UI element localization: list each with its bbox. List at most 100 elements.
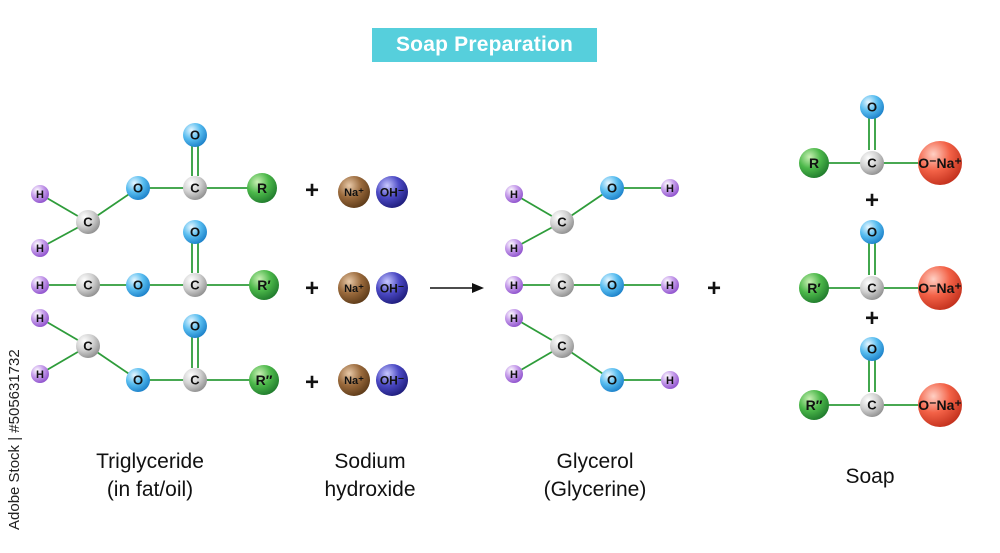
oxygen-atom: O bbox=[126, 273, 150, 297]
hydrogen-atom-ball bbox=[505, 365, 523, 383]
atom-label: OH⁻ bbox=[380, 373, 404, 387]
sodium-ion-ball bbox=[338, 176, 370, 208]
sodium-ion-ball bbox=[338, 272, 370, 304]
hydrogen-atom: H bbox=[505, 365, 523, 383]
atom-label: C bbox=[83, 278, 93, 293]
sodium-ion-ball bbox=[338, 364, 370, 396]
carbon-atom-ball bbox=[183, 273, 207, 297]
sodium-ion: Na⁺ bbox=[338, 272, 370, 304]
atom-label: Na⁺ bbox=[344, 283, 364, 295]
sodium-ion: Na⁺ bbox=[338, 176, 370, 208]
r-group-atom-ball bbox=[249, 365, 279, 395]
atom-label: C bbox=[557, 339, 567, 354]
r-group-atom-ball bbox=[249, 270, 279, 300]
carboxylate-sodium-group: O⁻Na⁺ bbox=[918, 141, 962, 185]
plus-sign: + bbox=[305, 275, 319, 302]
hydroxide-ion: OH⁻ bbox=[376, 364, 408, 396]
r-group-atom-ball bbox=[799, 148, 829, 178]
atom-label: H bbox=[36, 280, 44, 292]
carbon-atom: C bbox=[550, 334, 574, 358]
oxygen-atom-ball bbox=[126, 368, 150, 392]
oxygen-atom: O bbox=[860, 337, 884, 361]
oxygen-atom: O bbox=[600, 176, 624, 200]
atom-label: O bbox=[190, 319, 200, 334]
atom-label: R″ bbox=[806, 397, 823, 413]
oxygen-atom-ball bbox=[860, 337, 884, 361]
carbon-atom-ball bbox=[550, 273, 574, 297]
hydrogen-atom: H bbox=[31, 185, 49, 203]
oxygen-atom-ball bbox=[600, 176, 624, 200]
carbon-atom: C bbox=[860, 393, 884, 417]
carbon-atom: C bbox=[76, 273, 100, 297]
atom-label: O bbox=[607, 181, 617, 196]
stock-watermark: Adobe Stock | #505631732 bbox=[6, 300, 28, 530]
hydrogen-atom-ball bbox=[505, 239, 523, 257]
carbon-atom: C bbox=[76, 210, 100, 234]
r-group-atom: R bbox=[247, 173, 277, 203]
hydrogen-atom-ball bbox=[31, 365, 49, 383]
hydrogen-atom-ball bbox=[661, 276, 679, 294]
carbon-atom-ball bbox=[76, 334, 100, 358]
atom-label: H bbox=[666, 280, 674, 292]
carbon-atom-ball bbox=[76, 273, 100, 297]
hydroxide-ion-ball bbox=[376, 364, 408, 396]
oxygen-atom: O bbox=[126, 368, 150, 392]
carboxylate-sodium-group: O⁻Na⁺ bbox=[918, 266, 962, 310]
hydroxide-ion: OH⁻ bbox=[376, 176, 408, 208]
atom-label: O bbox=[607, 278, 617, 293]
oxygen-atom-ball bbox=[183, 314, 207, 338]
carbon-atom-ball bbox=[860, 151, 884, 175]
atom-label: H bbox=[666, 375, 674, 387]
plus-sign: + bbox=[865, 187, 879, 214]
caption-line: (Glycerine) bbox=[543, 478, 647, 501]
r-group-atom: R″ bbox=[249, 365, 279, 395]
oxygen-atom-ball bbox=[600, 273, 624, 297]
atom-label: Na⁺ bbox=[344, 187, 364, 199]
carbon-atom-ball bbox=[860, 276, 884, 300]
atom-label: C bbox=[190, 373, 200, 388]
hydrogen-atom: H bbox=[505, 239, 523, 257]
atom-label: C bbox=[867, 156, 877, 171]
hydrogen-atom-ball bbox=[505, 276, 523, 294]
atom-label: O⁻Na⁺ bbox=[918, 155, 962, 171]
hydroxide-ion-ball bbox=[376, 176, 408, 208]
atom-label: C bbox=[867, 281, 877, 296]
hydrogen-atom-ball bbox=[31, 309, 49, 327]
carbon-atom-ball bbox=[183, 176, 207, 200]
atom-label: OH⁻ bbox=[380, 185, 404, 199]
hydrogen-atom-ball bbox=[31, 276, 49, 294]
plus-sign: + bbox=[305, 369, 319, 396]
caption-sodium-hydroxide: Sodium hydroxide bbox=[300, 448, 440, 504]
plus-sign: + bbox=[305, 177, 319, 204]
oxygen-atom: O bbox=[183, 123, 207, 147]
caption-line: hydroxide bbox=[324, 478, 416, 501]
hydrogen-atom: H bbox=[505, 309, 523, 327]
atom-label: R′ bbox=[257, 277, 271, 293]
oxygen-atom-ball bbox=[860, 95, 884, 119]
atom-label: H bbox=[510, 189, 518, 201]
r-group-atom-ball bbox=[247, 173, 277, 203]
diagram-title: Soap Preparation bbox=[372, 28, 597, 62]
atom-label: C bbox=[557, 215, 567, 230]
atom-label: C bbox=[190, 278, 200, 293]
r-group-atom: R′ bbox=[249, 270, 279, 300]
atom-label: O⁻Na⁺ bbox=[918, 397, 962, 413]
hydrogen-atom: H bbox=[505, 276, 523, 294]
oxygen-atom-ball bbox=[860, 220, 884, 244]
oxygen-atom: O bbox=[183, 314, 207, 338]
operator-layer: ++++++ bbox=[305, 177, 879, 396]
atom-label: H bbox=[510, 313, 518, 325]
atom-label: R bbox=[257, 180, 267, 196]
carbon-atom-ball bbox=[550, 210, 574, 234]
oxygen-atom: O bbox=[600, 368, 624, 392]
oxygen-atom-ball bbox=[183, 220, 207, 244]
atom-label: H bbox=[36, 189, 44, 201]
hydrogen-atom: H bbox=[31, 276, 49, 294]
hydrogen-atom-ball bbox=[505, 309, 523, 327]
oxygen-atom-ball bbox=[183, 123, 207, 147]
atom-label: O bbox=[190, 128, 200, 143]
oxygen-atom-ball bbox=[126, 176, 150, 200]
r-group-atom: R′ bbox=[799, 273, 829, 303]
